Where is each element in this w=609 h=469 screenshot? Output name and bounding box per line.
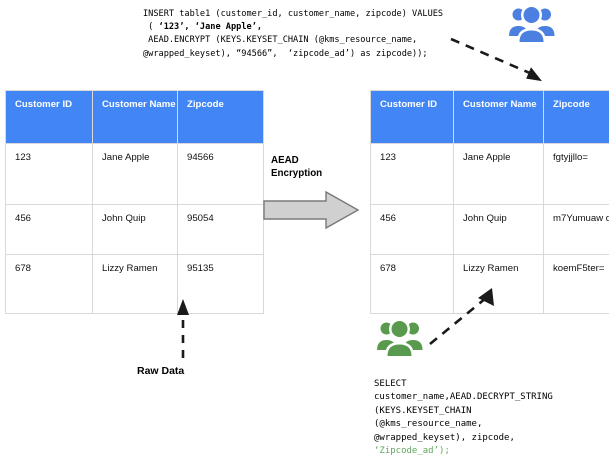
column-header-customer-name: Customer Name bbox=[92, 90, 178, 144]
cell-zipcode: koemF5ter= bbox=[543, 254, 609, 314]
code-line: (@kms_resource_name, bbox=[374, 418, 553, 431]
table-row: 456 John Quip 95054 bbox=[5, 204, 264, 255]
column-header-zipcode: Zipcode bbox=[543, 90, 609, 144]
code-token: INSERT table1 (customer_id, customer_nam… bbox=[143, 9, 444, 19]
cell-customer-id: 123 bbox=[5, 143, 93, 205]
aead-encryption-arrow-icon bbox=[262, 190, 360, 230]
cell-zipcode: 94566 bbox=[177, 143, 264, 205]
select-flow-arrow bbox=[424, 286, 504, 348]
cell-customer-name: Jane Apple bbox=[92, 143, 178, 205]
code-line: @wrapped_keyset), zipcode, bbox=[374, 432, 553, 445]
column-header-customer-id: Customer ID bbox=[370, 90, 454, 144]
cell-zipcode: m7Yumuaw qry bbox=[543, 204, 609, 255]
table-header-row: Customer ID Customer Name Zipcode bbox=[5, 90, 264, 144]
code-line: ( ‘123’, ‘Jane Apple’, bbox=[143, 21, 443, 34]
cell-customer-id: 123 bbox=[370, 143, 454, 205]
code-token: (KEYS.KEYSET_CHAIN bbox=[374, 405, 472, 416]
insert-flow-arrow bbox=[448, 36, 558, 86]
select-sql-statement: SELECT customer_name,AEAD.DECRYPT_STRING (… bbox=[374, 378, 553, 458]
code-token: AEAD.ENCRYPT (KEYS.KEYSET_CHAIN (@kms_re… bbox=[143, 35, 418, 46]
cell-customer-id: 678 bbox=[5, 254, 93, 314]
code-token: @wrapped_keyset), zipcode, bbox=[374, 432, 515, 443]
table-row: 123 Jane Apple 94566 bbox=[5, 143, 264, 205]
column-header-zipcode: Zipcode bbox=[177, 90, 264, 144]
code-token: ‘123’, ‘Jane Apple’, bbox=[158, 22, 263, 33]
encrypted-data-table: Customer ID Customer Name Zipcode 123 Ja… bbox=[370, 90, 609, 314]
code-line: (KEYS.KEYSET_CHAIN bbox=[374, 405, 553, 418]
code-token: customer_name,AEAD.DECRYPT_STRING bbox=[374, 392, 553, 403]
cell-customer-id: 456 bbox=[370, 204, 454, 255]
table-row: 456 John Quip m7Yumuaw qry bbox=[370, 204, 609, 255]
cell-customer-id: 456 bbox=[5, 204, 93, 255]
table-row: 123 Jane Apple fgtyjjllo= bbox=[370, 143, 609, 205]
code-token: SELECT bbox=[374, 379, 407, 389]
code-line: customer_name,AEAD.DECRYPT_STRING bbox=[374, 391, 553, 404]
cell-customer-name: John Quip bbox=[453, 204, 544, 255]
cell-customer-name: John Quip bbox=[92, 204, 178, 255]
code-line: AEAD.ENCRYPT (KEYS.KEYSET_CHAIN (@kms_re… bbox=[143, 34, 443, 47]
people-group-green-icon bbox=[376, 317, 424, 357]
code-line: ‘Zipcode_ad’); bbox=[374, 445, 553, 458]
code-token: @wrapped_keyset), “94566”, ‘zipcode_ad’)… bbox=[143, 48, 428, 59]
people-group-blue-icon bbox=[508, 3, 556, 43]
table-row: 678 Lizzy Ramen 95135 bbox=[5, 254, 264, 314]
cell-zipcode: 95135 bbox=[177, 254, 264, 314]
table-header-row: Customer ID Customer Name Zipcode bbox=[370, 90, 609, 144]
table-row: 678 Lizzy Ramen koemF5ter= bbox=[370, 254, 609, 314]
cell-zipcode: 95054 bbox=[177, 204, 264, 255]
code-line: @wrapped_keyset), “94566”, ‘zipcode_ad’)… bbox=[143, 48, 443, 61]
code-token: ( bbox=[143, 22, 159, 33]
raw-data-label: Raw Data bbox=[137, 365, 185, 377]
code-token: ‘Zipcode_ad’); bbox=[374, 446, 450, 457]
cell-customer-name: Lizzy Ramen bbox=[453, 254, 544, 314]
column-header-customer-name: Customer Name bbox=[453, 90, 544, 144]
cell-zipcode: fgtyjjllo= bbox=[543, 143, 609, 205]
insert-sql-statement: INSERT table1 (customer_id, customer_nam… bbox=[143, 8, 443, 61]
cell-customer-name: Jane Apple bbox=[453, 143, 544, 205]
aead-encryption-label: AEAD Encryption bbox=[271, 155, 323, 179]
cell-customer-name: Lizzy Ramen bbox=[92, 254, 178, 314]
code-line: SELECT bbox=[374, 378, 553, 391]
code-token: (@kms_resource_name, bbox=[374, 419, 483, 430]
raw-data-arrow bbox=[168, 298, 198, 360]
raw-data-table: Customer ID Customer Name Zipcode 123 Ja… bbox=[5, 90, 264, 314]
code-line: INSERT table1 (customer_id, customer_nam… bbox=[143, 8, 443, 21]
column-header-customer-id: Customer ID bbox=[5, 90, 93, 144]
